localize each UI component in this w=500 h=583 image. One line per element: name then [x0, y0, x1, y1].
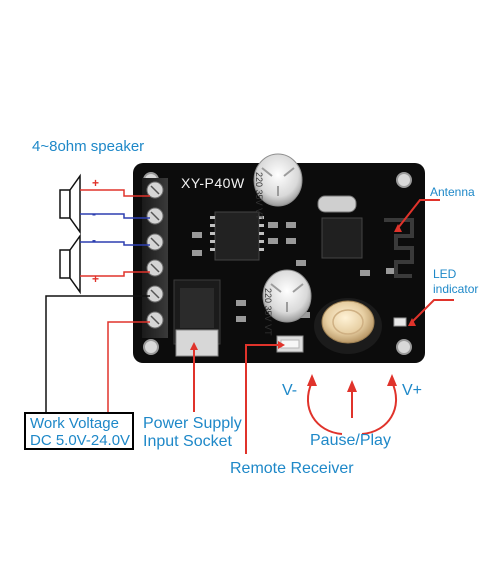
power-supply-label-line2: Input Socket: [143, 433, 232, 450]
crystal: [317, 195, 357, 213]
work-voltage-line2: DC 5.0V-24.0V: [30, 432, 131, 449]
work-voltage-line1: Work Voltage: [30, 415, 119, 432]
speaker-icon: [59, 173, 81, 235]
capacitor-top: [253, 153, 303, 207]
v-plus-label: V+: [402, 382, 423, 399]
terminal-block: [142, 178, 168, 338]
polarity-plus: +: [92, 176, 100, 190]
led: [393, 317, 407, 327]
capacitor-value: 220: [254, 172, 264, 188]
capacitor-bottom: [262, 269, 312, 323]
power-supply-label-line1: Power Supply: [143, 415, 242, 432]
board-model-label: XY-P40W: [181, 175, 245, 191]
pause-play-label: Pause/Play: [310, 432, 391, 449]
rotary-knob: [314, 298, 382, 354]
capacitor-series: VT: [263, 324, 273, 336]
speaker-label: 4~8ohm speaker: [32, 138, 145, 155]
polarity-plus: +: [92, 272, 100, 286]
bluetooth-ic: [321, 217, 363, 259]
mounting-hole: [143, 339, 159, 355]
mounting-hole: [396, 172, 412, 188]
speaker-wires: [80, 189, 150, 277]
capacitor-series: VT: [254, 208, 264, 220]
pointer-arrows: [193, 199, 454, 454]
mounting-hole: [396, 339, 412, 355]
capacitor-voltage: 35V: [254, 189, 264, 206]
amplifier-ic: [214, 211, 260, 261]
polarity-minus: -: [92, 233, 96, 247]
capacitor-value: 220: [263, 288, 273, 304]
work-voltage-box: Work Voltage DC 5.0V-24.0V: [24, 412, 134, 450]
v-minus-label: V-: [282, 382, 298, 399]
capacitor-text: 220 35V VT: [263, 288, 273, 336]
terminal-screws: [146, 181, 164, 329]
speaker-icon: [59, 233, 81, 295]
polarity-minus: -: [92, 207, 96, 221]
antenna-trace: [384, 218, 414, 278]
antenna-label: Antenna: [430, 185, 475, 199]
capacitor-text: 220 35V VT: [254, 172, 264, 220]
led-label-line1: LED: [433, 267, 457, 281]
arrowheads: [190, 224, 416, 392]
power-wires: [45, 295, 150, 412]
led-label-line2: indicator: [433, 282, 479, 296]
capacitor-voltage: 35V: [263, 305, 273, 322]
remote-receiver-label: Remote Receiver: [230, 460, 354, 477]
